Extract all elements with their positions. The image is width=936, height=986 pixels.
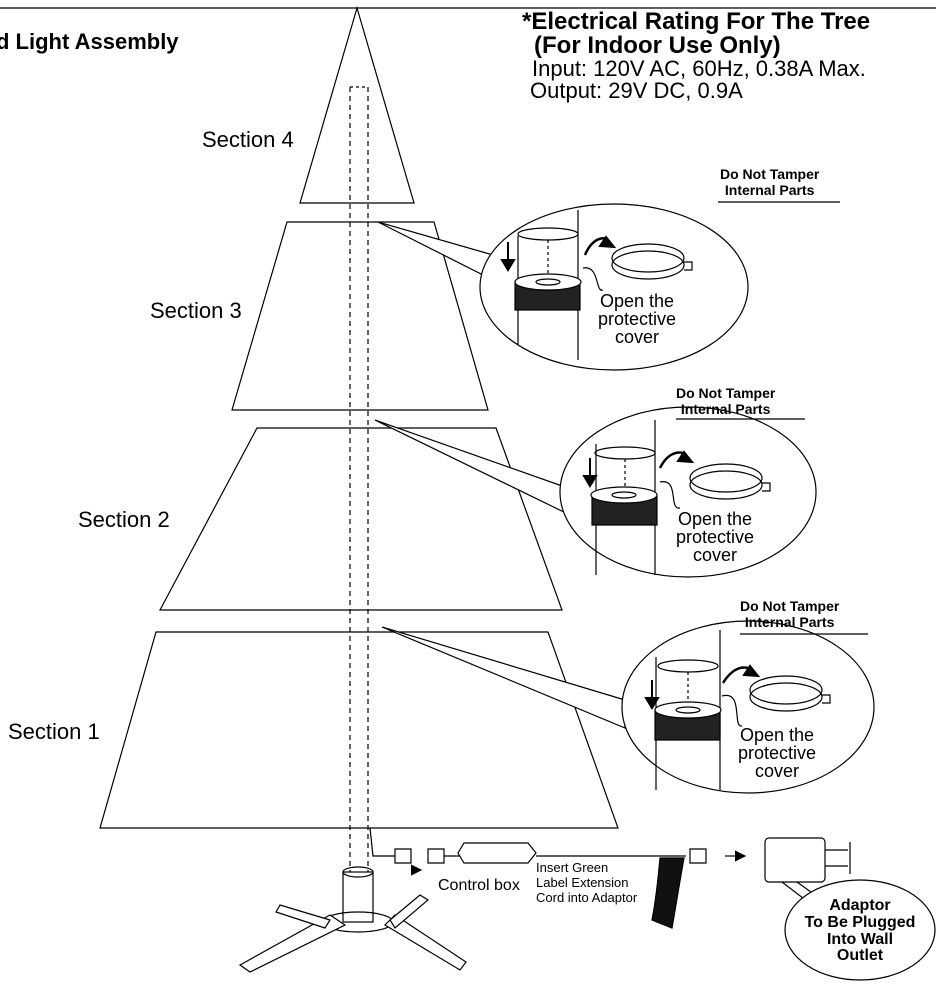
stand-leg-3 xyxy=(275,904,331,929)
connector-right xyxy=(427,848,445,864)
rating-heading-2: (For Indoor Use Only) xyxy=(534,32,781,59)
cord-band xyxy=(651,857,685,929)
stand-leg-4 xyxy=(389,894,430,929)
down-arrow-icon xyxy=(582,475,598,488)
control-box-label: Control box xyxy=(438,877,520,894)
warning-label-2: Do Not Tamper Internal Parts xyxy=(676,385,776,418)
control-box xyxy=(457,842,537,864)
down-arrow-icon xyxy=(644,697,660,710)
curved-arrow-icon xyxy=(598,235,617,249)
stand-leg-1 xyxy=(238,914,347,973)
callout-bubble-1 xyxy=(621,620,875,794)
adaptor-bubble xyxy=(784,879,936,981)
open-cover-label-2: Open the protective cover xyxy=(676,509,755,565)
section-4-label: Section 4 xyxy=(202,127,294,152)
extension-instruction: Insert Green Label Extension Cord into A… xyxy=(536,860,638,905)
connector-adaptor xyxy=(689,848,707,864)
warning-label-3: Do Not Tamper Internal Parts xyxy=(720,166,820,199)
adaptor-label: Adaptor To Be Plugged Into Wall Outlet xyxy=(804,897,916,965)
open-cover-label-3: Open the protective cover xyxy=(598,291,677,347)
connector-icon xyxy=(735,850,747,862)
connector-left xyxy=(394,848,412,864)
callout-bubble-2 xyxy=(559,406,817,578)
tree-section-1 xyxy=(99,631,619,829)
section-1-label: Section 1 xyxy=(8,719,100,744)
down-arrow-icon xyxy=(500,259,516,272)
title: d Light Assembly xyxy=(0,29,179,54)
curved-arrow-icon xyxy=(676,450,695,464)
stand-post xyxy=(342,871,374,923)
section-2-label: Section 2 xyxy=(78,507,170,532)
warning-label-1: Do Not Tamper Internal Parts xyxy=(740,598,840,631)
rating-heading-1: *Electrical Rating For The Tree xyxy=(522,8,871,35)
tree-section-2 xyxy=(159,427,563,611)
tree-section-3 xyxy=(231,221,489,411)
callout-bubble-3 xyxy=(479,203,749,371)
section-3-label: Section 3 xyxy=(150,298,242,323)
adaptor-body xyxy=(764,837,826,883)
lead-wire xyxy=(369,827,395,857)
rating-input: Input: 120V AC, 60Hz, 0.38A Max. xyxy=(532,56,866,81)
connector-icon xyxy=(411,864,423,876)
curved-arrow-icon xyxy=(742,664,761,678)
electrical-rating: *Electrical Rating For The Tree (For Ind… xyxy=(522,10,870,102)
open-cover-label-1: Open the protective cover xyxy=(738,725,817,781)
rating-output: Output: 29V DC, 0.9A xyxy=(530,78,743,103)
tree-section-4 xyxy=(299,5,415,204)
